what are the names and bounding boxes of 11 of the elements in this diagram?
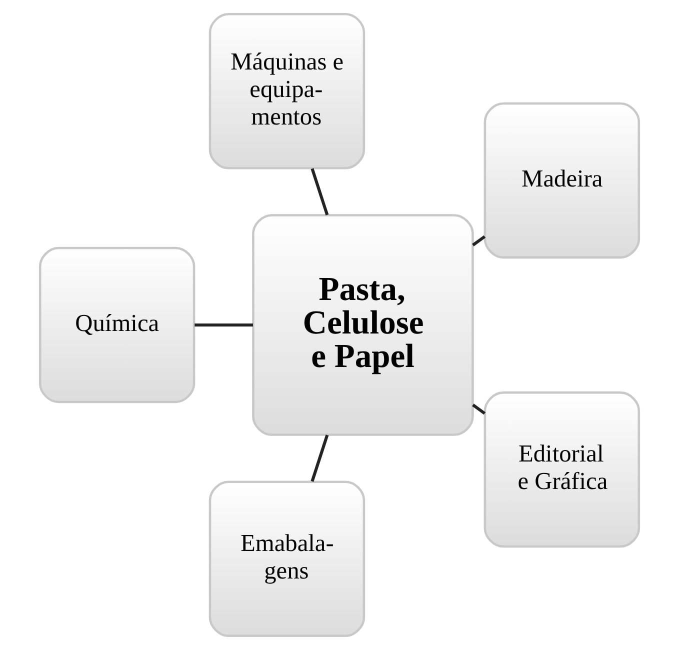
connector	[472, 404, 486, 415]
connector	[194, 323, 253, 327]
connector	[472, 235, 486, 246]
connector	[310, 434, 329, 482]
node-box: Pasta, Celulose e Papel	[252, 214, 474, 436]
node-box: Editorial e Gráfica	[484, 391, 640, 548]
node-box: Madeira	[484, 102, 640, 259]
node-box: Máquinas e equipa- mentos	[208, 13, 366, 170]
connector	[310, 168, 329, 216]
node-box: Emabala- gens	[208, 480, 366, 637]
node-box: Química	[38, 246, 196, 404]
